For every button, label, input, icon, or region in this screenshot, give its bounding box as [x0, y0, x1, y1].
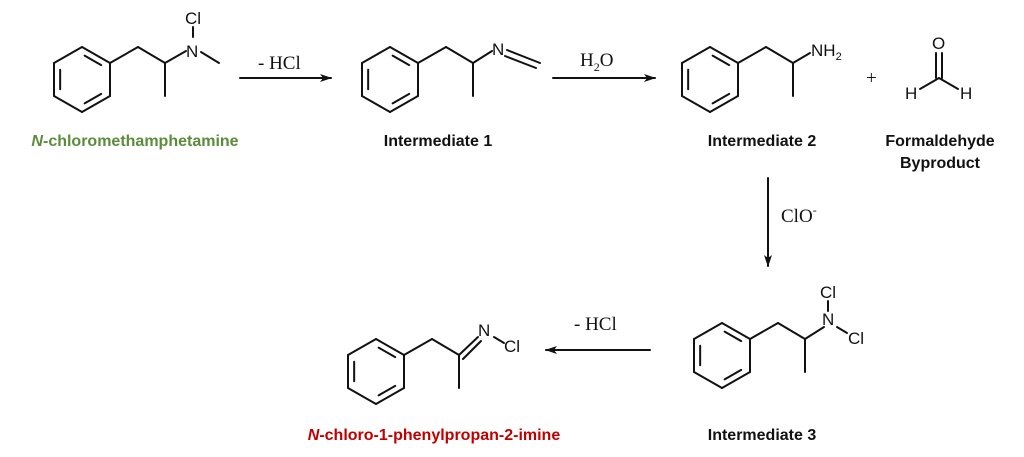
- start-amine-group: N Cl: [164, 9, 220, 64]
- ring-bond: [361, 95, 391, 113]
- atom-cl: Cl: [185, 9, 201, 28]
- atom-n: N: [492, 40, 504, 59]
- atom-n: N: [186, 42, 198, 61]
- atom-h-left: H: [905, 84, 917, 103]
- molecule-formaldehyde: O H H: [905, 34, 972, 103]
- ring-bond: [361, 46, 391, 64]
- atom-n: N: [822, 310, 834, 329]
- arrow-2-reagent: H2O: [580, 50, 613, 74]
- plus-sign: +: [866, 68, 877, 89]
- ring-bond: [389, 95, 419, 113]
- atom-h-right: H: [960, 84, 972, 103]
- ring-bond: [347, 387, 377, 405]
- atom-n: N: [478, 321, 490, 340]
- atom-cl: Cl: [504, 337, 520, 356]
- ring-bond: [81, 46, 111, 64]
- molecule-product: [347, 338, 460, 405]
- ring-double-bond: [377, 384, 397, 397]
- ring-double-bond: [83, 54, 103, 67]
- arrow-1-reagent: - HCl: [258, 53, 301, 74]
- ring-double-bond: [391, 92, 411, 105]
- atom-o: O: [932, 34, 945, 53]
- ring-double-bond: [711, 92, 731, 105]
- molecule-intermediate-2: [681, 46, 794, 113]
- chain-bond: [749, 322, 779, 340]
- atom-nh2: NH2: [811, 41, 842, 63]
- label-formaldehyde: Formaldehyde: [885, 133, 994, 150]
- chain-bond: [403, 338, 433, 356]
- ring-bond: [721, 322, 751, 340]
- label-intermediate-1: Intermediate 1: [384, 133, 493, 150]
- atom-cl-right: Cl: [848, 329, 864, 348]
- molecule-intermediate-1: [361, 46, 474, 113]
- arrow-3-reagent: ClO-: [781, 203, 817, 227]
- ring-bond: [693, 322, 723, 340]
- ring-bond: [389, 46, 419, 64]
- ring-double-bond: [711, 54, 731, 67]
- ring-bond: [375, 387, 405, 405]
- chain-bond: [109, 46, 139, 64]
- int3-dichloroamine-group: N Cl Cl: [804, 283, 864, 348]
- ring-double-bond: [83, 92, 103, 105]
- molecule-n-chloromethamphetamine: [53, 46, 166, 113]
- chain-bond: [737, 46, 767, 64]
- ring-bond: [681, 95, 711, 113]
- ring-bond: [709, 95, 739, 113]
- ring-double-bond: [723, 330, 743, 343]
- ring-double-bond: [377, 346, 397, 359]
- chain-bond: [137, 46, 166, 64]
- ring-bond: [693, 371, 723, 389]
- chain-bond: [765, 46, 794, 64]
- product-chloroimine-group: N Cl: [458, 321, 520, 360]
- int1-imine-group: N: [472, 40, 541, 69]
- label-intermediate-3: Intermediate 3: [708, 427, 817, 444]
- atom-cl-top: Cl: [820, 283, 836, 302]
- label-byproduct: Byproduct: [900, 155, 981, 172]
- label-intermediate-2: Intermediate 2: [708, 133, 817, 150]
- label-n-chloromethamphetamine: N-chloromethamphetamine: [31, 133, 238, 150]
- ring-bond: [53, 46, 83, 64]
- chain-bond: [417, 46, 447, 64]
- chain-bond: [431, 338, 460, 356]
- ring-bond: [347, 338, 377, 356]
- ring-bond: [53, 95, 83, 113]
- ring-double-bond: [723, 368, 743, 381]
- ring-bond: [81, 95, 111, 113]
- ring-bond: [681, 46, 711, 64]
- arrow-4-reagent: - HCl: [574, 314, 617, 335]
- label-product: N-chloro-1-phenylpropan-2-imine: [308, 427, 561, 444]
- int2-amine-group: NH2: [792, 41, 842, 64]
- chain-bond: [445, 46, 474, 64]
- ring-bond: [709, 46, 739, 64]
- ring-double-bond: [391, 54, 411, 67]
- chain-bond: [777, 322, 806, 340]
- molecule-intermediate-3: [693, 322, 806, 389]
- ring-bond: [721, 371, 751, 389]
- ring-bond: [375, 338, 405, 356]
